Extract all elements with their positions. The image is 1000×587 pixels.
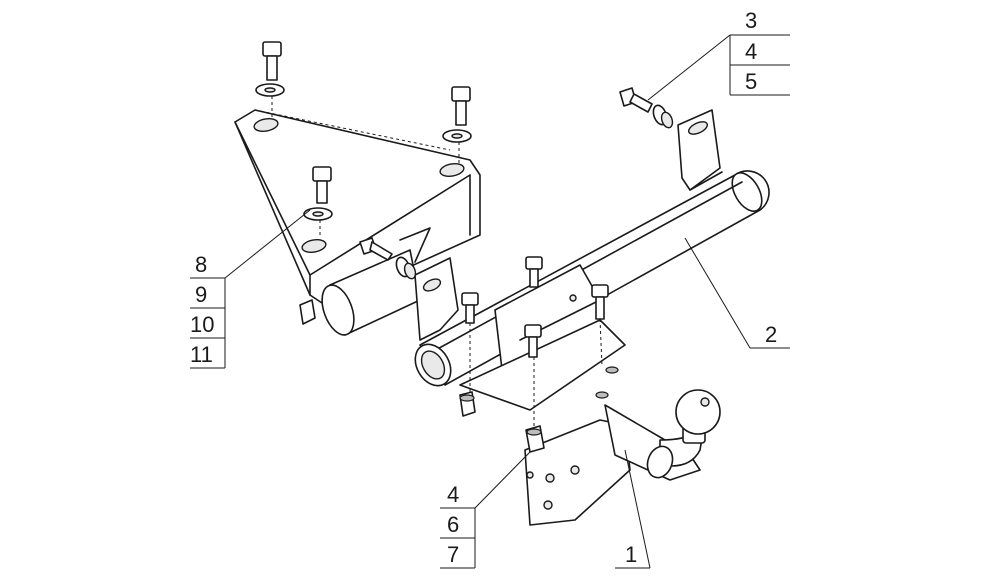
centre-clamp xyxy=(459,264,626,411)
assembly-guides xyxy=(254,96,603,426)
callout-label-4-top: 4 xyxy=(745,39,757,64)
callout-label-2: 2 xyxy=(765,322,777,347)
bolt-top-middle xyxy=(442,86,472,143)
callout-label-4-bottom: 4 xyxy=(447,482,459,507)
bolt-horizontal-right xyxy=(619,87,674,129)
left-side-plate xyxy=(414,257,459,341)
bolt-clamp-front xyxy=(524,324,542,358)
right-mounting-bracket xyxy=(677,109,723,191)
callout-label-5: 5 xyxy=(745,69,757,94)
callout-label-1-group: 1 xyxy=(615,449,651,569)
callout-group-bottom: 4 6 7 xyxy=(440,451,531,569)
tow-ball-mount xyxy=(524,389,721,526)
callout-label-2-group: 2 xyxy=(684,237,790,349)
nut-clamp-bottom xyxy=(525,425,545,453)
callout-label-6: 6 xyxy=(447,512,459,537)
callout-label-9: 9 xyxy=(195,282,207,307)
callout-group-left: 8 9 10 11 xyxy=(190,209,311,369)
callout-label-11: 11 xyxy=(190,342,213,367)
bolt-horizontal-left xyxy=(359,237,417,280)
nut-clamp-right xyxy=(595,366,619,399)
bolt-clamp-top xyxy=(525,256,543,288)
nut-left-bottom xyxy=(299,299,316,325)
callout-label-10: 10 xyxy=(190,312,214,337)
nut-clamp-left xyxy=(459,391,476,417)
bolt-left-middle xyxy=(303,166,333,221)
callout-label-7: 7 xyxy=(447,542,459,567)
callout-label-8: 8 xyxy=(195,252,207,277)
bolt-top-left xyxy=(255,41,285,97)
callout-label-1: 1 xyxy=(625,542,637,567)
callout-group-top-right: 3 4 5 xyxy=(647,8,790,101)
left-mounting-bracket xyxy=(234,109,481,306)
callout-label-3: 3 xyxy=(745,8,757,33)
